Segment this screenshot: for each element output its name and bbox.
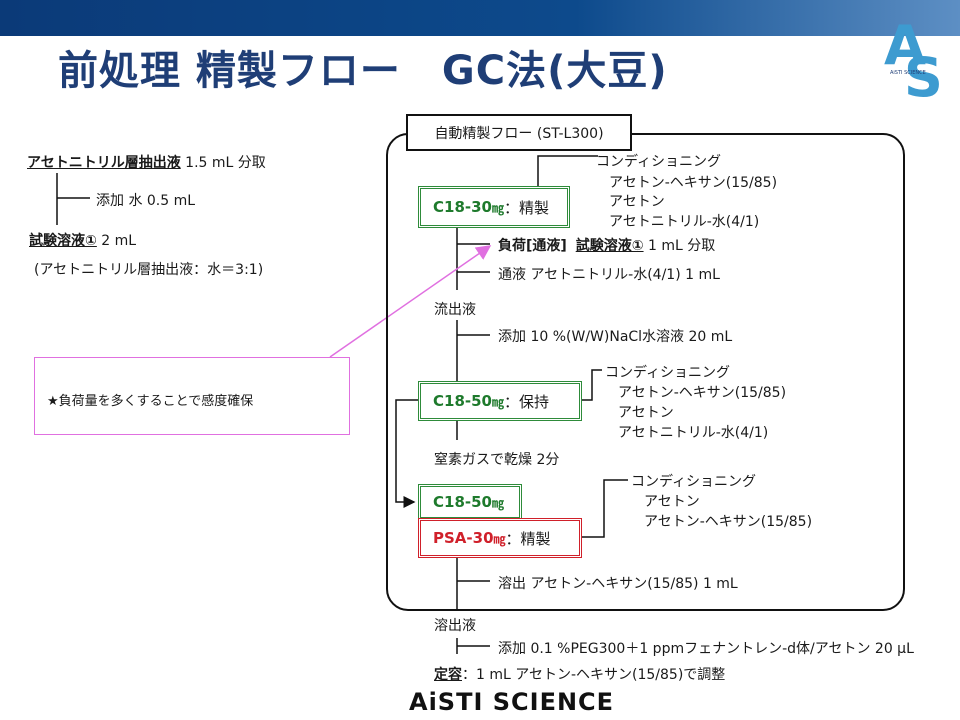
test-solution-amount: 2 mL bbox=[96, 233, 137, 249]
final-volume-label: 定容 bbox=[434, 667, 462, 683]
c18-50a-name: C18-50 bbox=[433, 392, 492, 410]
test-solution-label: 試験溶液① bbox=[29, 233, 97, 249]
c18-30-unit: ㎎ bbox=[491, 200, 504, 215]
load-prefix: 負荷[通液] bbox=[498, 238, 567, 254]
c18-50a-unit: ㎎ bbox=[491, 394, 504, 409]
eluate-text: 溶出液 bbox=[434, 618, 476, 634]
flow-header: 自動精製フロー (ST-L300) bbox=[406, 114, 632, 151]
company-logo: A S AiSTI SCIENCE bbox=[880, 14, 950, 110]
test-solution-line: 試験溶液① 2 mL bbox=[29, 230, 136, 250]
c18-50b-name: C18-50 bbox=[433, 493, 492, 511]
cond1-item-3: アセトニトリル-水(4/1) bbox=[609, 214, 760, 230]
add-nacl-text: 添加 10 %(W/W)NaCl水溶液 20 mL bbox=[498, 329, 733, 345]
elute-text: 溶出 アセトン-ヘキサン(15/85) 1 mL bbox=[498, 576, 738, 592]
c18-30-suffix: ：精製 bbox=[504, 198, 550, 217]
header-bar bbox=[0, 0, 960, 36]
logo-letter-s: S bbox=[904, 46, 943, 109]
footer-logo-text: AiSTI SCIENCE bbox=[409, 688, 615, 716]
cond2-item-1: アセトン-ヘキサン(15/85) bbox=[618, 385, 787, 401]
extract-amount: 1.5 mL 分取 bbox=[180, 155, 266, 171]
psa-suffix: ：精製 bbox=[505, 529, 551, 548]
extract-line: アセトニトリル層抽出液 1.5 mL 分取 bbox=[27, 152, 266, 172]
cond1-item-1: アセトン-ヘキサン(15/85) bbox=[609, 175, 778, 191]
psa-name: PSA-30 bbox=[433, 529, 494, 547]
pass-text: 通液 アセトニトリル-水(4/1) 1 mL bbox=[498, 267, 720, 283]
c18-50a-suffix: ：保持 bbox=[504, 392, 550, 411]
c18-50b-unit: ㎎ bbox=[491, 495, 504, 510]
extract-label: アセトニトリル層抽出液 bbox=[27, 155, 181, 171]
cond3-title: コンディショニング bbox=[631, 474, 757, 490]
cond2-item-2: アセトン bbox=[618, 405, 674, 421]
final-volume-rest: ：1 mL アセトン-ヘキサン(15/85)で調整 bbox=[462, 667, 726, 683]
add-water-text: 添加 水 0.5 mL bbox=[96, 193, 196, 209]
logo-letter-a: A bbox=[884, 14, 926, 77]
psa-unit: ㎎ bbox=[493, 531, 506, 546]
sensitivity-note-text: ★負荷量を多くすることで感度確保 bbox=[47, 394, 254, 409]
cond2-title: コンディショニング bbox=[605, 365, 731, 381]
cond2-item-3: アセトニトリル-水(4/1) bbox=[618, 425, 769, 441]
cond1-item-2: アセトン bbox=[609, 194, 665, 210]
dry-text: 窒素ガスで乾燥 2分 bbox=[434, 452, 560, 468]
load-rest: 1 mL 分取 bbox=[643, 238, 716, 254]
page-title: 前処理 精製フロー GC法(大豆) bbox=[58, 48, 668, 94]
c18-30-name: C18-30 bbox=[433, 198, 492, 216]
auto-purification-frame bbox=[386, 133, 905, 611]
cond3-item-2: アセトン-ヘキサン(15/85) bbox=[644, 514, 813, 530]
add-peg-text: 添加 0.1 %PEG300＋1 ppmフェナントレン-d体/アセトン 20 μ… bbox=[498, 641, 914, 657]
load-line: 負荷[通液] 試験溶液① 1 mL 分取 bbox=[498, 235, 715, 255]
sensitivity-note-box: ★負荷量を多くすることで感度確保 bbox=[34, 357, 350, 435]
cond1-title: コンディショニング bbox=[596, 154, 722, 170]
effluent-text: 流出液 bbox=[434, 302, 476, 318]
test-solution-note: (アセトニトリル層抽出液：水＝3:1) bbox=[34, 262, 264, 278]
final-volume-line: 定容：1 mL アセトン-ヘキサン(15/85)で調整 bbox=[434, 664, 725, 684]
load-test-solution: 試験溶液① bbox=[575, 238, 644, 254]
logo-small-text: AiSTI SCIENCE bbox=[890, 70, 926, 76]
cond3-item-1: アセトン bbox=[644, 494, 700, 510]
